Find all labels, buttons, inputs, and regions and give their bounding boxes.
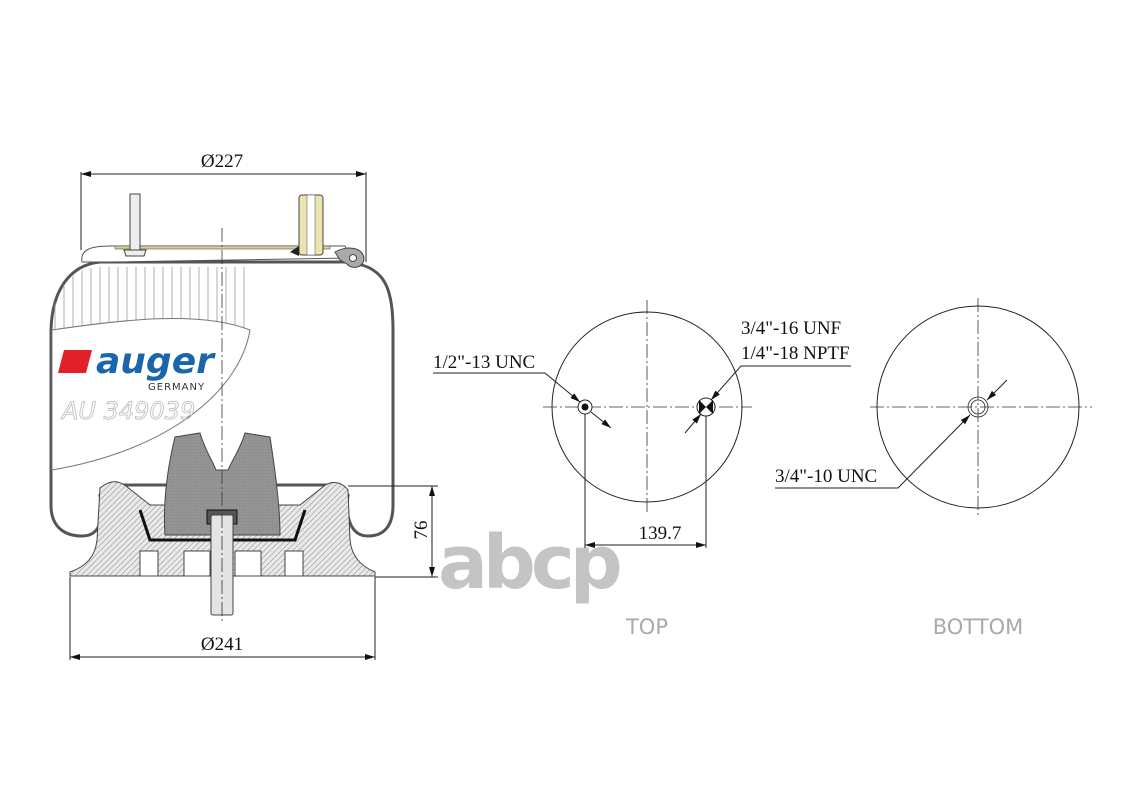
bottom-view: 3/4"-10 UNC BOTTOM bbox=[775, 298, 1092, 639]
auger-logo: auger GERMANY bbox=[58, 341, 216, 393]
plate-layer bbox=[114, 245, 331, 250]
height-dimension: 76 bbox=[348, 485, 438, 578]
thread-right-label-2: 1/4"-18 NPTF bbox=[741, 343, 850, 364]
height-label: 76 bbox=[411, 521, 432, 540]
hole-spacing-dimension: 139.7 bbox=[584, 414, 707, 548]
hole-left bbox=[577, 399, 593, 415]
logo-mark bbox=[58, 350, 92, 373]
label-area bbox=[51, 317, 251, 471]
top-view-label: TOP bbox=[625, 615, 668, 639]
piston-cavities bbox=[139, 550, 304, 577]
top-bolt bbox=[123, 193, 147, 257]
center-hole bbox=[967, 396, 989, 418]
thread-left-label: 1/2"-13 UNC bbox=[433, 352, 535, 373]
logo-subtitle: GERMANY bbox=[148, 382, 205, 393]
hole-right bbox=[696, 397, 716, 417]
top-diameter-label: Ø227 bbox=[201, 151, 243, 172]
abcp-watermark: abcp bbox=[438, 520, 620, 606]
bottom-view-label: BOTTOM bbox=[933, 615, 1024, 639]
logo-brand: auger bbox=[96, 341, 216, 382]
bottom-diameter-dimension: Ø241 bbox=[69, 577, 376, 660]
right-curl bbox=[334, 247, 365, 268]
thread-center-label: 3/4"-10 UNC bbox=[775, 466, 877, 487]
hole-spacing-label: 139.7 bbox=[639, 523, 682, 544]
part-number: AU 349039 bbox=[60, 397, 195, 425]
thread-right-label-1: 3/4"-16 UNF bbox=[741, 318, 841, 339]
side-view: Ø227 auger GERMANY AU 349039 bbox=[49, 151, 438, 660]
top-view: 1/2"-13 UNC 3/4"-16 UNF 1/4"-18 NPTF 139… bbox=[433, 300, 851, 639]
bottom-diameter-label: Ø241 bbox=[201, 634, 243, 655]
air-fitting-stud bbox=[290, 194, 324, 256]
top-diameter-dimension: Ø227 bbox=[80, 151, 367, 262]
